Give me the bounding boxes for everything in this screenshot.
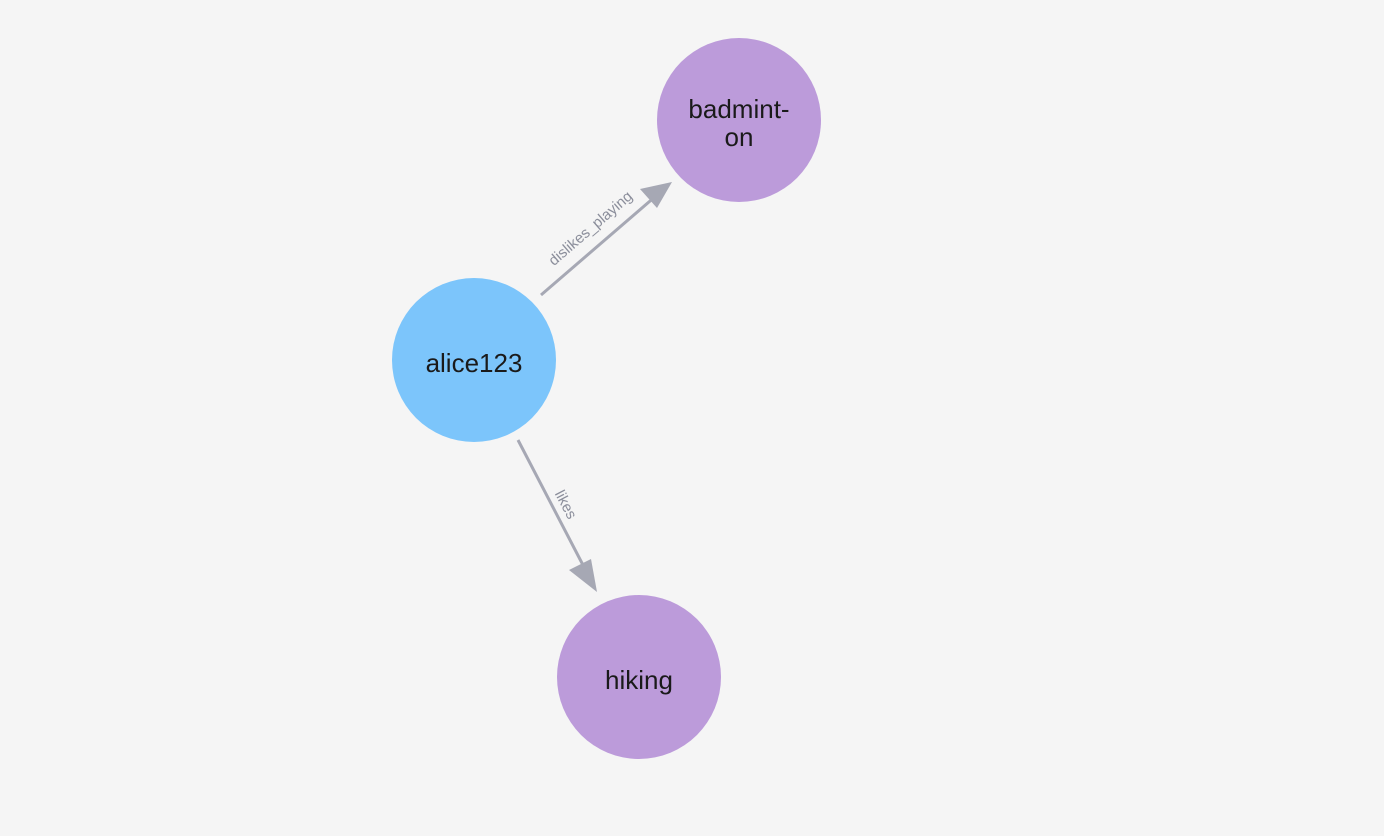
node-circle-badminton[interactable] [657, 38, 821, 202]
arrowhead-icon-dislikes-playing [640, 182, 672, 208]
node-hiking[interactable]: hiking [557, 595, 721, 759]
edge-label-likes: likes [551, 488, 580, 522]
node-circle-hiking[interactable] [557, 595, 721, 759]
edge-line-dislikes-playing[interactable] [540, 193, 658, 297]
edge-label-dislikes-playing: dislikes_playing [545, 188, 636, 270]
nodes-layer: badmint- on alice123 hiking [392, 38, 821, 759]
arrowhead-icon-likes [569, 559, 597, 592]
edge-line-likes[interactable] [516, 439, 586, 568]
node-alice123[interactable]: alice123 [392, 278, 556, 442]
edge-alice123-hiking[interactable]: likes [516, 439, 597, 592]
node-circle-alice123[interactable] [392, 278, 556, 442]
edge-alice123-badminton[interactable]: dislikes_playing [540, 182, 672, 297]
node-badminton[interactable]: badmint- on [657, 38, 821, 202]
